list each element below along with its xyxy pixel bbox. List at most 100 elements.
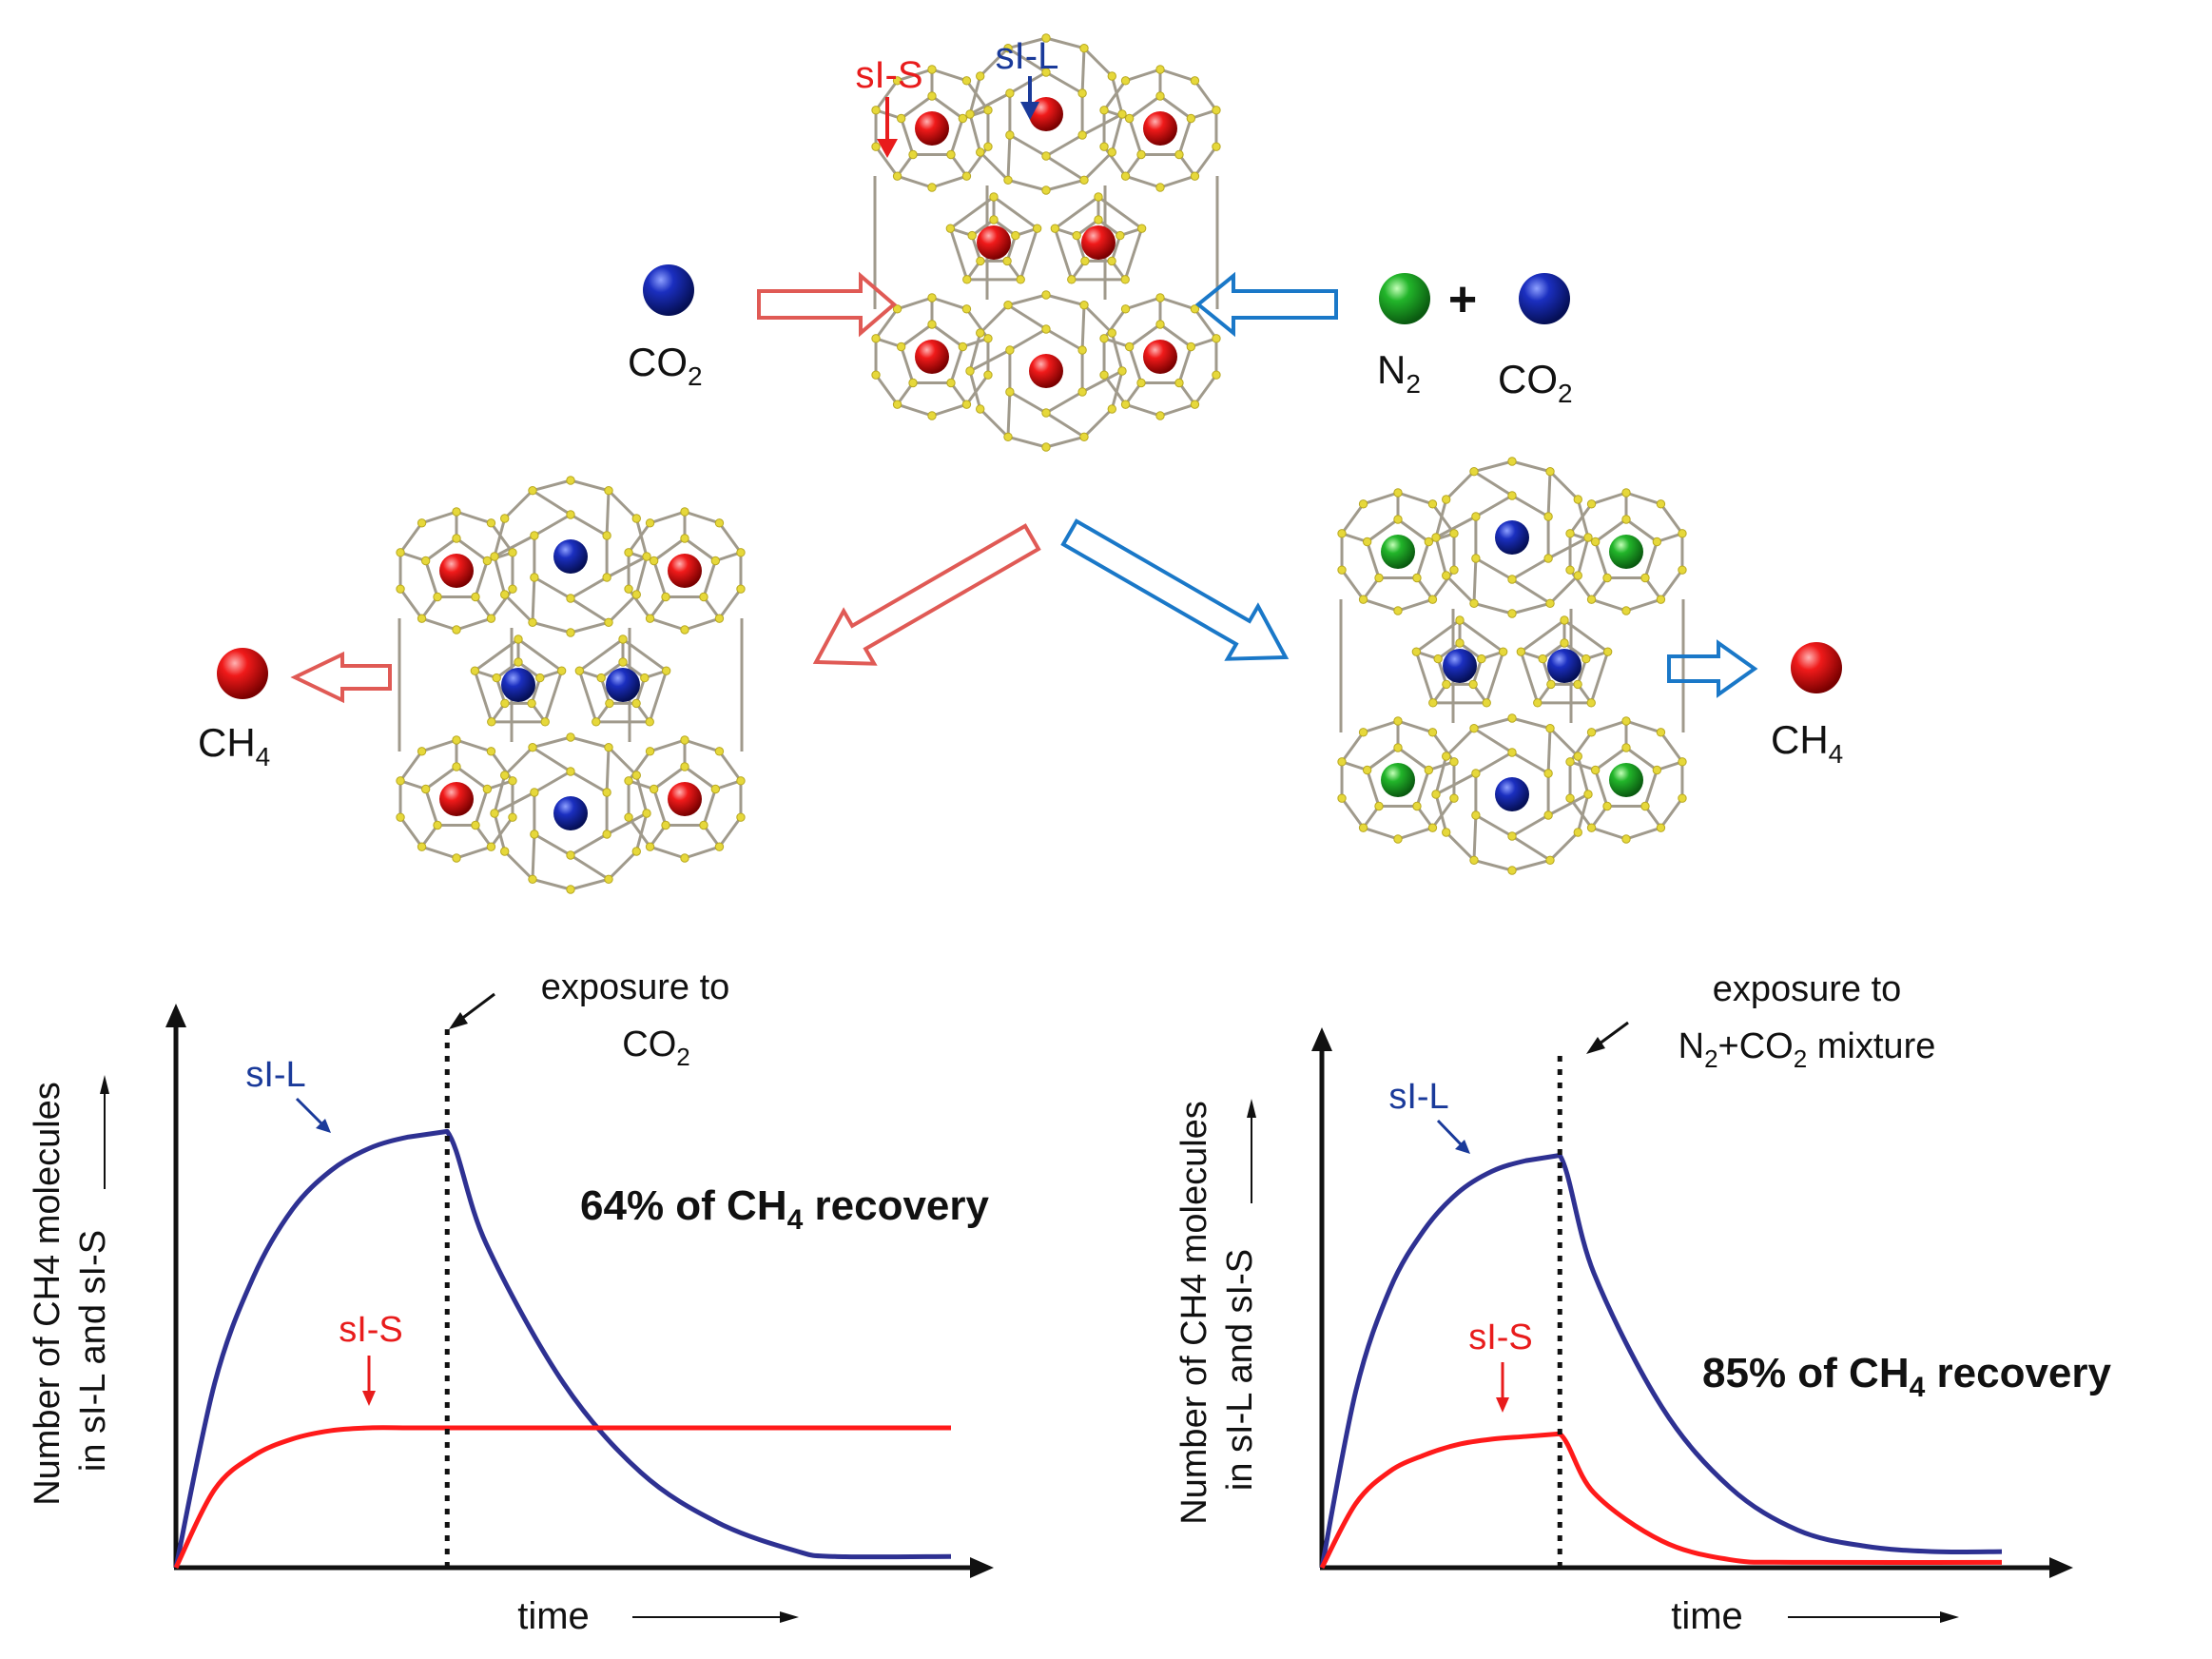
cage-node bbox=[1507, 713, 1517, 723]
cage-node bbox=[958, 113, 968, 124]
co2-molecule bbox=[1495, 777, 1529, 811]
cage-edge bbox=[1363, 826, 1399, 841]
cage-node bbox=[1431, 533, 1441, 542]
cage-edge bbox=[968, 332, 982, 372]
right-hydrate-structure bbox=[1337, 457, 1687, 875]
cage-edge bbox=[1591, 491, 1627, 506]
cage-node bbox=[1174, 149, 1184, 160]
cage-node bbox=[976, 328, 985, 338]
cage-edge bbox=[1589, 651, 1610, 704]
cage-edge bbox=[456, 738, 492, 753]
cage-node bbox=[1586, 823, 1597, 832]
cage-edge bbox=[1437, 641, 1461, 660]
cage-edge bbox=[570, 877, 610, 891]
cage-node bbox=[1107, 147, 1116, 157]
cage-node bbox=[486, 842, 496, 851]
cage-node bbox=[1393, 716, 1403, 726]
cage-node bbox=[962, 275, 972, 284]
cage-node bbox=[492, 673, 501, 683]
cage-node bbox=[983, 370, 993, 380]
cage-edge bbox=[897, 296, 933, 311]
cage-node bbox=[961, 76, 972, 86]
red-hollow-arrow-right bbox=[757, 271, 898, 338]
cage-edge bbox=[1128, 322, 1161, 348]
cage-edge bbox=[627, 521, 651, 554]
cage-node bbox=[1041, 290, 1051, 300]
cage-node bbox=[1428, 698, 1438, 708]
cage-node bbox=[1120, 171, 1131, 181]
cage-edge bbox=[1128, 94, 1161, 120]
cage-edge bbox=[874, 79, 899, 111]
cage-node bbox=[1656, 499, 1666, 509]
cage-node bbox=[710, 556, 721, 566]
cage-node bbox=[1136, 378, 1146, 388]
cage-edge bbox=[493, 556, 507, 595]
cage-edge bbox=[1520, 618, 1565, 654]
cage-edge bbox=[1366, 517, 1399, 543]
chart-1-y-axis-arrow bbox=[165, 1004, 186, 1027]
cage-node bbox=[1337, 529, 1347, 538]
cage-edge bbox=[652, 789, 668, 826]
cage-edge bbox=[1511, 459, 1551, 474]
cage-edge bbox=[421, 616, 457, 632]
cage-node bbox=[1652, 537, 1662, 547]
cage-node bbox=[1041, 33, 1051, 43]
label-sI-L-top: sI-L bbox=[996, 35, 1059, 77]
cage-node bbox=[1003, 432, 1013, 441]
cage-node bbox=[566, 594, 575, 603]
cage-edge bbox=[979, 150, 1010, 182]
series-line-sI-L bbox=[1319, 1152, 2003, 1569]
cage-edge bbox=[1472, 814, 1478, 861]
cage-node bbox=[1107, 256, 1116, 266]
cage-node bbox=[602, 788, 611, 797]
cage-edge bbox=[1434, 537, 1448, 576]
cage-node bbox=[566, 885, 575, 894]
cage-edge bbox=[398, 588, 423, 620]
cage-edge bbox=[968, 113, 982, 153]
cage-node bbox=[1186, 342, 1196, 352]
chart-1-sI-S-label: sI-S bbox=[339, 1310, 403, 1350]
cage-node bbox=[1545, 598, 1555, 608]
cage-node bbox=[1433, 654, 1443, 664]
cage-node bbox=[1107, 328, 1116, 338]
cage-edge bbox=[874, 146, 899, 178]
cage-edge bbox=[456, 765, 489, 790]
cage-node bbox=[490, 552, 499, 561]
cage-edge bbox=[1473, 727, 1513, 754]
cage-node bbox=[1155, 320, 1165, 329]
ch4-molecule bbox=[1081, 225, 1116, 260]
co2-molecule bbox=[1547, 649, 1581, 683]
cage-node bbox=[1507, 866, 1517, 875]
cage-edge bbox=[1097, 218, 1121, 237]
cage-edge bbox=[650, 510, 686, 525]
cage-edge bbox=[1128, 118, 1143, 155]
chart-2-sI-S-label: sI-S bbox=[1468, 1317, 1533, 1357]
cage-edge bbox=[1541, 658, 1553, 685]
cage-node bbox=[528, 743, 537, 752]
cage-edge bbox=[543, 670, 564, 723]
cage-node bbox=[927, 411, 937, 420]
cage-edge bbox=[599, 677, 611, 704]
cage-edge bbox=[494, 534, 535, 558]
co2-molecule bbox=[1495, 520, 1529, 555]
co2-left-label: CO2 bbox=[628, 340, 703, 391]
cage-node bbox=[433, 592, 442, 602]
cage-edge bbox=[1193, 146, 1218, 178]
cage-node bbox=[1079, 301, 1089, 310]
cage-edge bbox=[1473, 601, 1513, 615]
cage-node bbox=[487, 717, 496, 727]
ch4-molecule bbox=[977, 225, 1011, 260]
cage-edge bbox=[531, 576, 536, 623]
cage-node bbox=[1640, 573, 1650, 583]
cage-node bbox=[1507, 491, 1517, 500]
cage-node bbox=[452, 507, 461, 517]
cage-edge bbox=[1366, 746, 1399, 771]
cage-node bbox=[417, 614, 427, 623]
cage-node bbox=[699, 820, 708, 830]
cage-node bbox=[1120, 76, 1131, 86]
cage-edge bbox=[1435, 771, 1477, 796]
cage-node bbox=[1041, 324, 1051, 334]
cage-node bbox=[1449, 565, 1459, 575]
cage-node bbox=[452, 625, 461, 634]
cage-edge bbox=[1594, 746, 1627, 771]
